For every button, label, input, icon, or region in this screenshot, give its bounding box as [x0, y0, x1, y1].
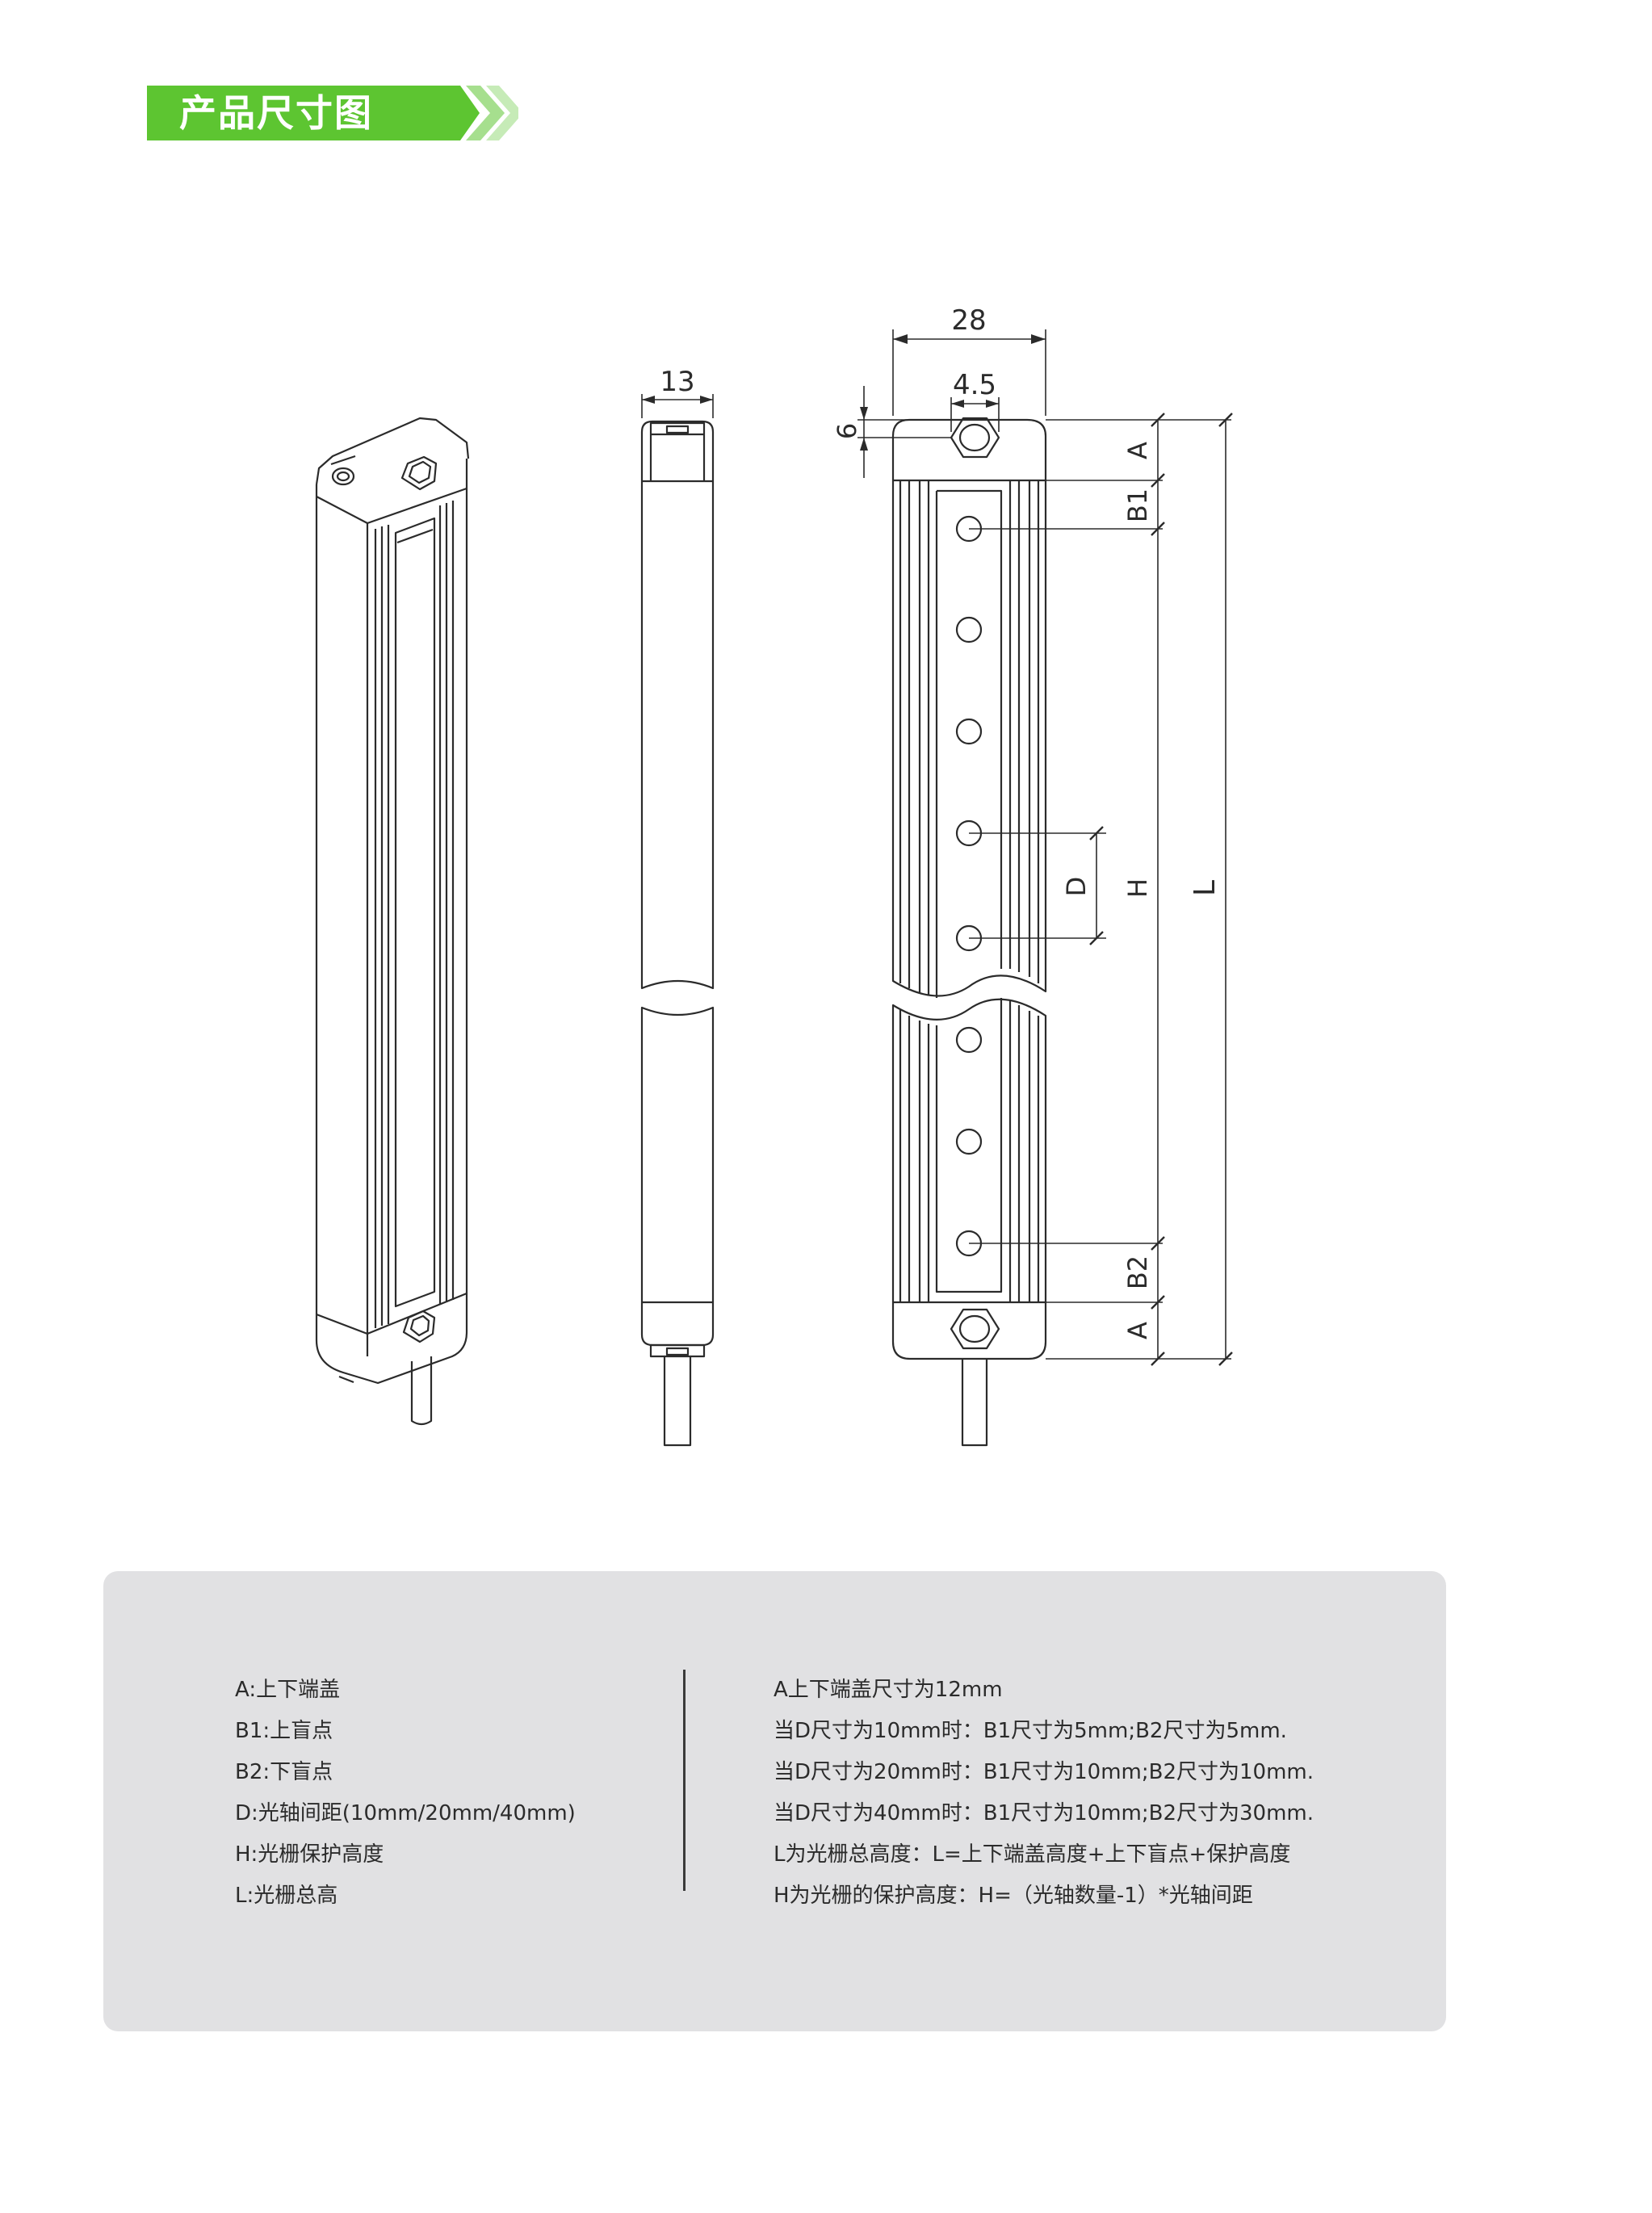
legend-item: L:光栅总高	[235, 1884, 338, 1908]
legend-note: 当D尺寸为40mm时：B1尺寸为10mm;B2尺寸为30mm.	[774, 1801, 1314, 1825]
legend-note: 当D尺寸为20mm时：B1尺寸为10mm;B2尺寸为10mm.	[774, 1760, 1314, 1784]
dimension-arrows	[642, 334, 1046, 451]
dim-width-front: 28	[951, 304, 986, 337]
legend-item: B2:下盲点	[235, 1760, 333, 1784]
dim-label-a-top: A	[1122, 442, 1153, 459]
dim-nut-width: 4.5	[953, 369, 996, 401]
dim-label-l: L	[1189, 880, 1222, 896]
legend-item: B1:上盲点	[235, 1719, 333, 1743]
legend-definitions: A:上下端盖 B1:上盲点 B2:下盲点 D:光轴间距(10mm/20mm/40…	[235, 1670, 576, 1917]
isometric-view	[315, 417, 470, 1426]
legend-item: A:上下端盖	[235, 1678, 341, 1702]
dim-nut-offset: 6	[832, 423, 862, 439]
legend-notes: A上下端盖尺寸为12mm 当D尺寸为10mm时：B1尺寸为5mm;B2尺寸为5m…	[774, 1670, 1314, 1917]
dim-label-h: H	[1122, 878, 1153, 898]
dimension-ticks	[1089, 413, 1233, 1366]
legend-item: H:光栅保护高度	[235, 1842, 384, 1867]
dim-label-b2: B2	[1122, 1255, 1153, 1289]
header-chevron-graphic	[147, 86, 518, 140]
legend-note: A上下端盖尺寸为12mm	[774, 1678, 1003, 1702]
side-view	[640, 394, 715, 1447]
legend-note: H为光栅的保护高度：H=（光轴数量-1）*光轴间距	[774, 1884, 1253, 1908]
page-title: 产品尺寸图	[179, 91, 373, 135]
front-view	[891, 417, 1047, 1447]
legend-divider	[683, 1670, 686, 1891]
section-header: 产品尺寸图	[147, 86, 518, 140]
dimension-drawing: 28 4.5 13 6 A B1 D H L B2 A	[315, 304, 1233, 1447]
dim-width-side: 13	[660, 366, 694, 398]
legend-panel: A:上下端盖 B1:上盲点 B2:下盲点 D:光轴间距(10mm/20mm/40…	[103, 1571, 1446, 2031]
dim-label-a-bottom: A	[1122, 1322, 1153, 1339]
legend-item: D:光轴间距(10mm/20mm/40mm)	[235, 1801, 576, 1825]
dim-label-d: D	[1061, 877, 1092, 897]
legend-note: 当D尺寸为10mm时：B1尺寸为5mm;B2尺寸为5mm.	[774, 1719, 1287, 1743]
legend-note: L为光栅总高度：L=上下端盖高度+上下盲点+保护高度	[774, 1842, 1291, 1867]
front-dimensions	[857, 329, 1231, 1360]
dim-label-b1: B1	[1122, 488, 1153, 522]
